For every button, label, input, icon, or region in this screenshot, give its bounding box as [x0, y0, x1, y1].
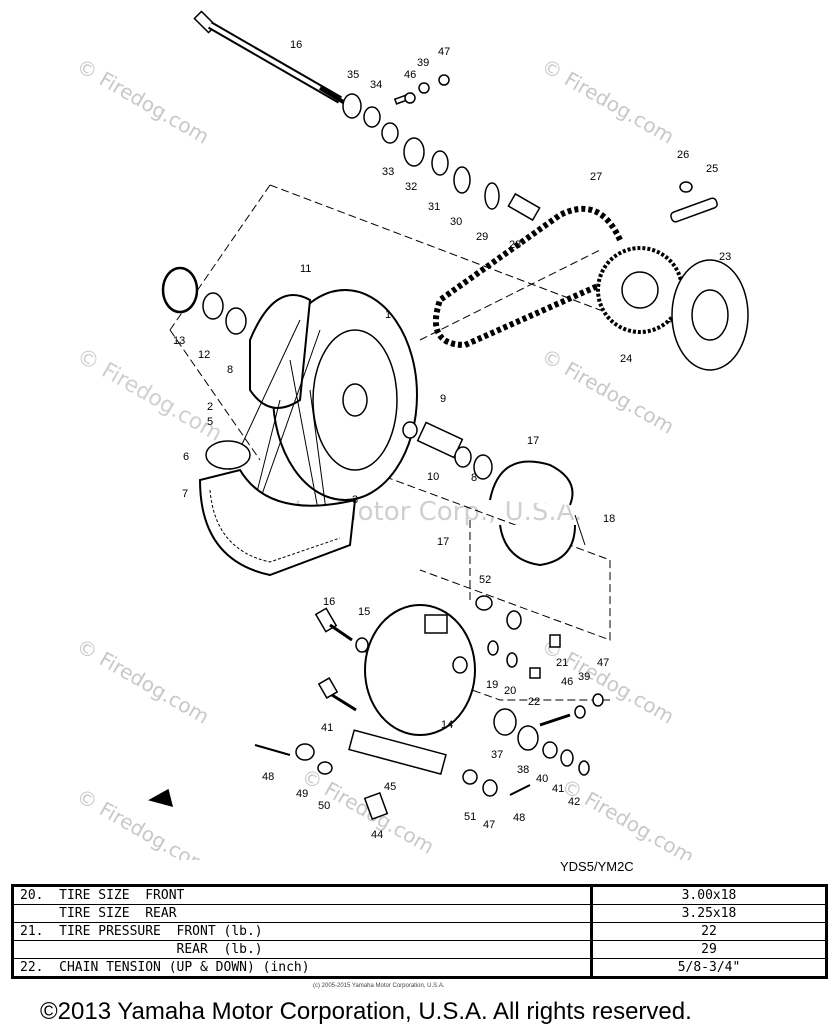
callout: 2 [207, 401, 213, 413]
callout: 49 [296, 788, 308, 800]
spec-value: 5/8-3/4" [590, 958, 827, 978]
callout: 21 [556, 657, 568, 669]
brake-plate [671, 259, 749, 371]
callout: 17 [527, 435, 539, 447]
callout: 19 [486, 679, 498, 691]
callout: 46 [404, 69, 416, 81]
callout: 41 [321, 722, 333, 734]
spec-label: REAR (lb.) [12, 940, 592, 959]
watermark: © Firedog.com [558, 774, 699, 860]
spec-row: REAR (lb.)29 [12, 940, 827, 959]
callout: 24 [620, 353, 632, 365]
callout: 9 [440, 393, 446, 405]
callout: 23 [719, 251, 731, 263]
torque-clip [670, 181, 718, 223]
callout: 40 [536, 773, 548, 785]
callouts: 16 35 34 46 39 47 33 32 31 30 29 28 27 2… [173, 39, 731, 841]
spec-value: 22 [590, 922, 827, 941]
callout: 32 [405, 181, 417, 193]
callout: 6 [183, 451, 189, 463]
watermark: © Firedog.com [538, 634, 679, 729]
watermark: © Firedog.com [73, 54, 214, 149]
callout: 15 [358, 606, 370, 618]
callout: 3 [352, 494, 358, 506]
rear-sprocket [596, 246, 684, 334]
spec-value: 3.00x18 [590, 885, 827, 905]
callout: 39 [417, 57, 429, 69]
drive-chain [433, 205, 623, 349]
watermark: © Firedog.com [73, 634, 214, 729]
copyright-notice: ©2013 Yamaha Motor Corporation, U.S.A. A… [40, 998, 692, 1025]
callout: 35 [347, 69, 359, 81]
callout: 37 [491, 749, 503, 761]
watermark: © Firedog.com [538, 344, 679, 439]
watermark: © Firedog.com [73, 784, 214, 860]
spec-label: 22. CHAIN TENSION (UP & DOWN) (inch) [12, 958, 592, 978]
callout: 16 [323, 596, 335, 608]
rear-wheel [198, 289, 418, 577]
callout: 52 [479, 574, 491, 586]
callout: 45 [384, 781, 396, 793]
callout: 38 [517, 764, 529, 776]
hub-seals [161, 266, 247, 335]
callout: 34 [370, 79, 382, 91]
callout: 8 [227, 364, 233, 376]
callout: 18 [603, 513, 615, 525]
callout: 46 [561, 676, 573, 688]
callout: 47 [438, 46, 450, 58]
model-label: YDS5/YM2C [560, 859, 634, 874]
callout: 27 [590, 171, 602, 183]
callout: 12 [198, 349, 210, 361]
small-hardware [148, 595, 604, 821]
brake-panel [364, 604, 476, 736]
callout: 13 [173, 335, 185, 347]
callout: 25 [706, 163, 718, 175]
callout: 22 [528, 696, 540, 708]
axle-hardware [342, 74, 541, 222]
callout: 48 [262, 771, 274, 783]
spec-value: 29 [590, 940, 827, 959]
callout: 26 [677, 149, 689, 161]
spec-row: 22. CHAIN TENSION (UP & DOWN) (inch)5/8-… [12, 958, 827, 978]
callout: 16 [290, 39, 302, 51]
callout: 39 [578, 671, 590, 683]
spec-label: TIRE SIZE REAR [12, 904, 592, 923]
callout: 14 [441, 719, 453, 731]
callout: 17 [437, 536, 449, 548]
spec-label: 20. TIRE SIZE FRONT [12, 885, 592, 905]
callout: 28 [509, 239, 521, 251]
callout: 47 [597, 657, 609, 669]
callout: 20 [504, 685, 516, 697]
brake-shoes [489, 460, 586, 567]
callout: 10 [427, 471, 439, 483]
callout: 31 [428, 201, 440, 213]
fine-print: (c) 2005-2015 Yamaha Motor Corporation, … [313, 983, 445, 989]
callout: 5 [207, 416, 213, 428]
callout: 48 [513, 812, 525, 824]
callout: 8 [471, 472, 477, 484]
callout: 50 [318, 800, 330, 812]
callout: 11 [300, 263, 311, 275]
watermark: © Firedog.com [538, 54, 679, 149]
callout: 30 [450, 216, 462, 228]
callout: 33 [382, 166, 394, 178]
spec-row: 21. TIRE PRESSURE FRONT (lb.)22 [12, 922, 827, 941]
spec-value: 3.25x18 [590, 904, 827, 923]
parts-diagram: © Firedog.com © Firedog.com © Firedog.co… [72, 10, 749, 860]
callout: 7 [182, 488, 188, 500]
callout: 29 [476, 231, 488, 243]
callout: 42 [568, 796, 580, 808]
spec-label: 21. TIRE PRESSURE FRONT (lb.) [12, 922, 592, 941]
callout: 41 [552, 783, 564, 795]
rear-axle [193, 10, 347, 105]
callout: 51 [464, 811, 476, 823]
callout: 1 [385, 309, 391, 321]
hub-spacer [402, 421, 493, 480]
callout: 44 [371, 829, 383, 841]
callout: 47 [483, 819, 495, 831]
